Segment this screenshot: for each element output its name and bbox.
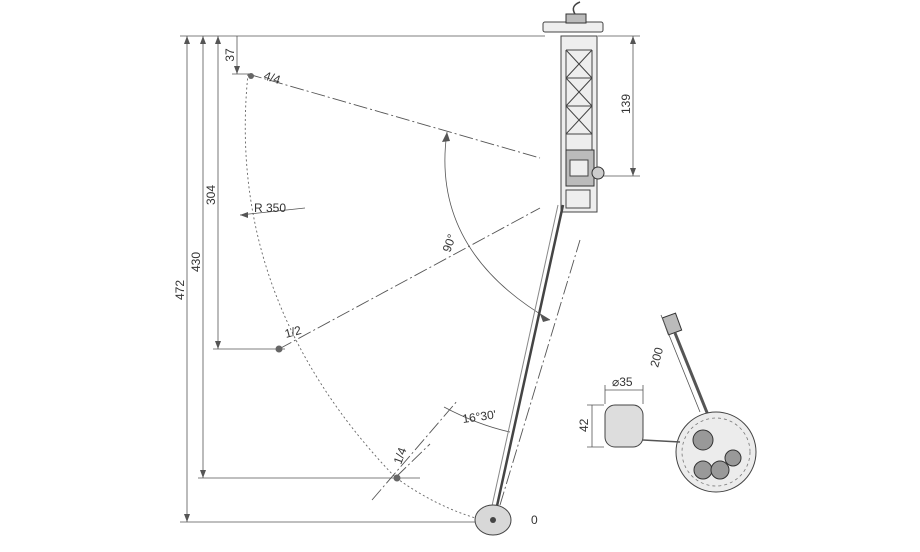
arrowhead [540,314,550,322]
arrowhead [215,36,221,44]
arrowhead [442,132,450,142]
centerline-tilt [499,239,581,506]
label-quarter: 1/4 [391,445,410,466]
radius-leader [239,207,306,216]
arrowhead [234,66,240,74]
detail-flange-disc [675,411,757,493]
label-angle-tilt: 16°30' [461,407,496,426]
label-37: 37 [223,48,237,62]
centerline-half [278,207,541,350]
angle-sweep-arc [444,131,551,321]
label-empty: 0 [531,513,538,527]
detail-port-1 [693,460,713,480]
label-304: 304 [204,185,218,205]
arrowhead [184,514,190,522]
float-hub [490,517,496,523]
centerline-full [247,73,541,159]
arrowhead [200,36,206,44]
angle-radius-labels: R 350 90° 16°30' [254,201,497,426]
label-angle-sweep: 90° [440,232,459,254]
arrowhead [215,341,221,349]
detail-view: 200 ⌀35 42 [577,312,757,493]
arrowhead [240,212,248,218]
detail-arm [642,439,681,443]
lower-bracket [565,189,591,209]
detail-connector [661,312,683,336]
float-positions: 4/4 1/2 1/4 0 [248,69,538,527]
label-42: 42 [577,418,591,432]
detail-bolt-circle [681,417,751,487]
label-200: 200 [647,345,666,368]
dim-200-line [660,314,701,413]
wiper-contact [569,159,589,177]
label-139: 139 [619,94,633,114]
arrowhead [200,470,206,478]
centerline-quarter [395,443,431,478]
arrowhead [630,36,636,44]
float-travel [239,73,581,523]
float-arm-edge [489,204,559,516]
label-472: 472 [173,280,187,300]
sender-unit [474,1,605,536]
detail-cable [673,332,712,421]
detail-port-large [692,429,714,451]
marker-half [275,345,283,353]
marker-quarter [393,474,401,482]
detail-float [604,404,644,448]
arrowhead [630,168,636,176]
label-diameter-35: ⌀35 [612,375,633,389]
dimension-labels: 472 430 304 37 139 [173,48,633,300]
label-radius: R 350 [254,201,286,215]
detail-port-3 [724,449,742,467]
connector-cap [565,13,587,24]
float-travel-arc [244,73,491,523]
angle-tilt-arc [443,406,511,433]
detail-port-2 [710,460,730,480]
label-full: 4/4 [262,69,283,88]
float-arm [493,204,565,516]
label-430: 430 [189,252,203,272]
centerline-quarter-ext [371,399,459,501]
marker-full [248,73,254,79]
arrowhead [184,36,190,44]
dimension-lines [180,35,640,523]
label-half: 1/2 [283,323,303,341]
wire-lead [572,1,581,15]
pivot-bolt [591,166,605,180]
truss-frame [565,49,593,150]
